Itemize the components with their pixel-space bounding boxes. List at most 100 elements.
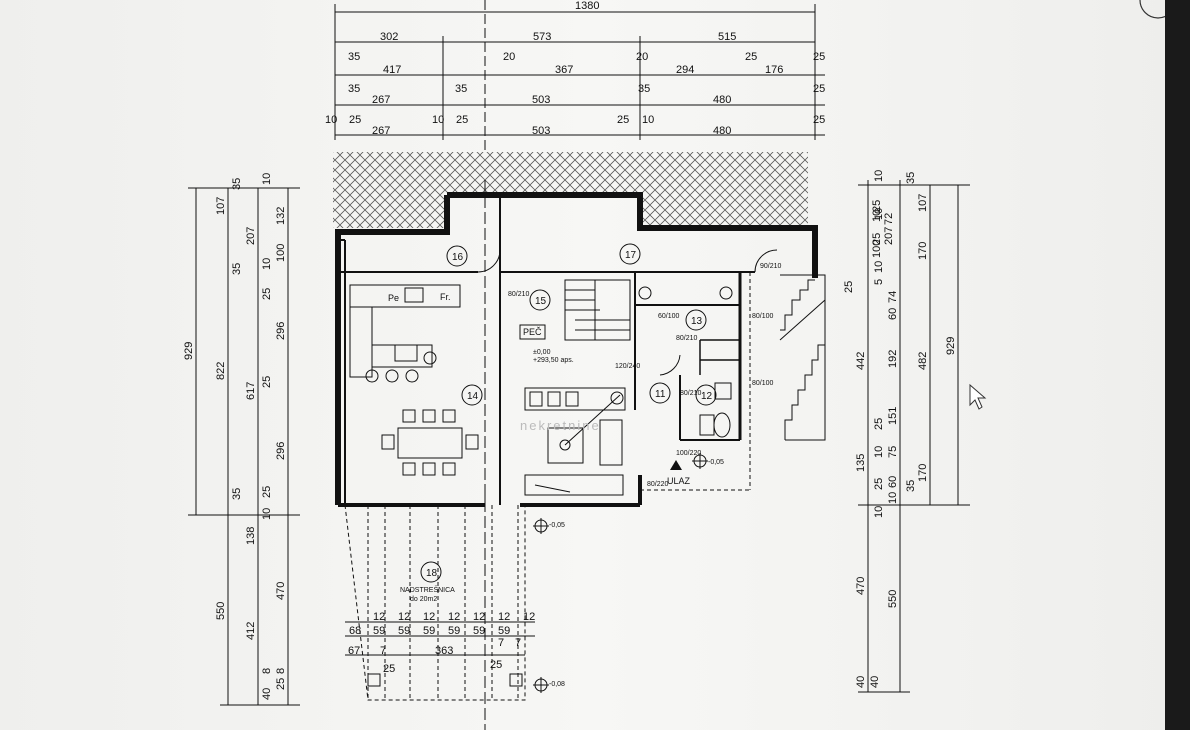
window-60-100: 60/100 — [658, 313, 680, 320]
room-14: 14 — [467, 391, 479, 402]
dim-r4-0: 10 — [325, 114, 337, 126]
dim-right-2-2: 482 — [917, 352, 929, 370]
bathroom — [638, 286, 733, 438]
pillar-right — [509, 673, 523, 687]
dim-top-c: 515 — [718, 31, 736, 43]
dim-b2-4: 7 — [515, 637, 521, 649]
dim-r3-1: 267 — [372, 94, 390, 106]
dim-left-3-4: 35 — [231, 488, 243, 500]
dim-r4-5: 503 — [532, 125, 550, 137]
dim-r4-4: 25 — [456, 114, 468, 126]
dim-right-4-10: 75 — [887, 446, 899, 458]
dim-left-3-1: 207 — [245, 227, 257, 245]
dim-right-4-8: 25 — [873, 418, 885, 430]
dim-right-4-0: 10 — [873, 170, 885, 182]
door-80-210-b: 80/210 — [676, 335, 698, 342]
dim-r4-6: 25 — [617, 114, 629, 126]
entrance-arrow-icon — [670, 460, 682, 470]
dim-left-3-3: 617 — [245, 382, 257, 400]
dim-b12-3: 12 — [448, 611, 460, 623]
door-100-220: 100/220 — [676, 450, 701, 457]
dim-left-outer-0: 929 — [183, 342, 195, 360]
room-12: 12 — [701, 391, 713, 402]
dim-left-3-6: 470 — [275, 582, 287, 600]
window-80-100-a: 80/100 — [752, 313, 774, 320]
dim-r3-5: 480 — [713, 94, 731, 106]
kitchen — [349, 284, 461, 383]
dim-right-4-14: 35 — [905, 480, 917, 492]
door-80-210-c: 80/210 — [680, 390, 702, 397]
dim-b59-3: 59 — [423, 625, 435, 637]
label-pe: Pe — [388, 293, 399, 303]
dim-b3-0: 25 — [383, 663, 395, 675]
dim-b59-1: 59 — [373, 625, 385, 637]
top-dimensions — [334, 0, 825, 150]
dim-r4-8: 480 — [713, 125, 731, 137]
room-11: 11 — [655, 389, 666, 400]
label-level: ±0,00 — [533, 349, 551, 356]
dim-r4-9: 25 — [813, 114, 825, 126]
pergola — [344, 504, 526, 701]
window-80-100-b: 80/100 — [752, 380, 774, 387]
level-2: -0,05 — [549, 522, 565, 529]
walls — [335, 180, 818, 730]
stove-box — [519, 324, 546, 340]
dim-b12-1: 12 — [398, 611, 410, 623]
room-13: 13 — [691, 316, 703, 327]
door-80-210-a: 80/210 — [508, 291, 530, 298]
dim-right-4-17: 40 — [869, 676, 881, 688]
dining-table — [381, 409, 479, 476]
dim-r3-3: 503 — [532, 94, 550, 106]
dim-right-3-10: 470 — [855, 577, 867, 595]
dim-b12-5: 12 — [498, 611, 510, 623]
dim-b3-1: 25 — [490, 659, 502, 671]
dim-b12-2: 12 — [423, 611, 435, 623]
dim-b12-4: 12 — [473, 611, 485, 623]
dim-right-4-2: 10 — [873, 208, 885, 220]
dim-left-4-10: 8 — [261, 668, 273, 674]
pillar-left — [367, 673, 381, 687]
dim-right-3-6: 25 — [843, 281, 855, 293]
dim-right-3-0: 25 — [871, 200, 883, 212]
dim-right-3-8: 192 — [887, 350, 899, 368]
level-1: -0,05 — [708, 459, 724, 466]
label-fr: Fr. — [440, 292, 451, 302]
dim-right-far-0: 929 — [945, 337, 957, 355]
dim-right-4-9: 10 — [873, 446, 885, 458]
dim-right-4-3: 5 — [873, 279, 885, 285]
dim-right-3-3: 207 — [883, 227, 895, 245]
dim-left-2-0: 107 — [215, 197, 227, 215]
dim-r3-2: 35 — [455, 83, 467, 95]
dim-right-3-2: 10 — [871, 210, 883, 222]
living-room — [524, 387, 626, 496]
dim-b59-5: 59 — [473, 625, 485, 637]
dim-r3-4: 35 — [638, 83, 650, 95]
dim-right-4-4: 10 — [873, 261, 885, 273]
dim-right-3-11: 550 — [887, 590, 899, 608]
room-17: 17 — [625, 250, 637, 261]
room-18: 18 — [426, 568, 438, 579]
dim-left-4-9: 10 — [261, 508, 273, 520]
room-15: 15 — [535, 296, 547, 307]
dim-left-4-7: 296 — [275, 442, 287, 460]
dim-r2-3: 367 — [555, 64, 573, 76]
dim-overall: 1380 — [575, 0, 599, 12]
dim-r4-3: 10 — [432, 114, 444, 126]
door-80-220: 80/220 — [647, 481, 669, 488]
dim-left-4-6: 25 — [261, 376, 273, 388]
dim-right-4-1: 35 — [905, 172, 917, 184]
left-dimensions — [188, 187, 300, 706]
dim-left-4-1: 132 — [275, 207, 287, 225]
room-markers — [420, 243, 717, 583]
door-120-240: 120/240 — [615, 363, 640, 370]
doors — [477, 249, 778, 505]
dim-right-4-11: 60 — [887, 476, 899, 488]
dim-right-4-13: 10 — [873, 506, 885, 518]
right-dimensions — [858, 180, 970, 693]
dim-r2-8: 25 — [813, 51, 825, 63]
dim-b12-6: 12 — [523, 611, 535, 623]
dim-r2-6: 25 — [745, 51, 757, 63]
dim-left-outer-1: 550 — [215, 602, 227, 620]
dim-right-4-6: 60 — [887, 308, 899, 320]
